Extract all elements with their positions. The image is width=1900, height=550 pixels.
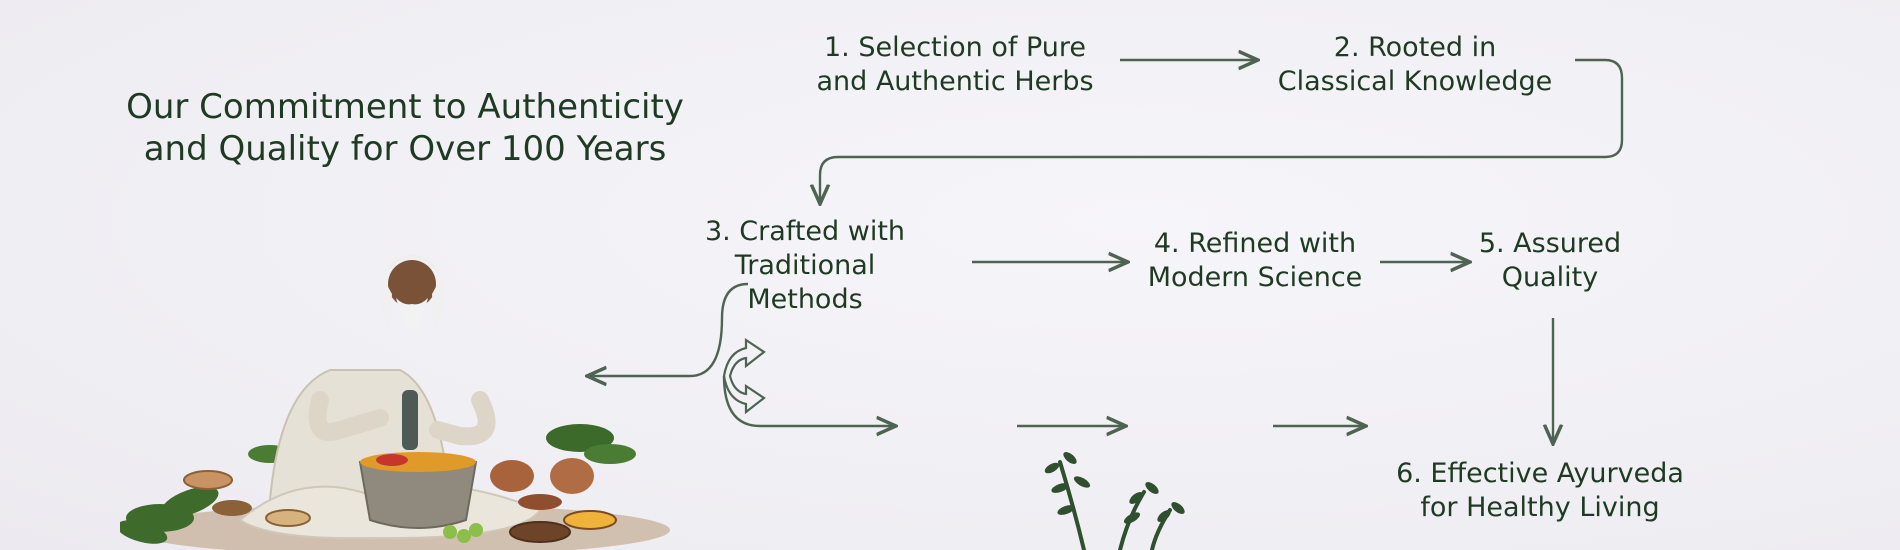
step-4: 4. Refined with Modern Science — [1140, 227, 1370, 295]
step-1-line-2: and Authentic Herbs — [816, 66, 1094, 97]
step-2-line-1: 2. Rooted in — [1333, 32, 1497, 63]
step-3-line-2: Traditional — [734, 250, 876, 281]
step-3-line-3: Methods — [747, 284, 863, 315]
step-4-line-1: 4. Refined with — [1153, 228, 1357, 259]
step-5-line-2: Quality — [1501, 262, 1599, 293]
arrow-step2-to-step3 — [820, 58, 1624, 204]
step-6-line-1: 6. Effective Ayurveda — [1396, 458, 1684, 489]
arrow-lower-1 — [722, 375, 896, 426]
step-6: 6. Effective Ayurveda for Healthy Living — [1390, 457, 1690, 525]
step-1: 1. Selection of Pure and Authentic Herbs — [805, 31, 1105, 99]
herb-sprig-icon — [1044, 452, 1185, 550]
step-2: 2. Rooted in Classical Knowledge — [1265, 31, 1565, 99]
arrow-branch-left — [587, 282, 749, 376]
step-5-line-1: 5. Assured — [1478, 228, 1622, 259]
split-arrow-icon — [722, 337, 766, 415]
step-5: 5. Assured Quality — [1470, 227, 1630, 295]
step-3: 3. Crafted with Traditional Methods — [690, 215, 920, 317]
headline-line-2: and Quality for Over 100 Years — [143, 129, 667, 169]
step-3-line-1: 3. Crafted with — [704, 216, 906, 247]
sage-with-mortar-illustration — [120, 254, 670, 550]
step-2-line-2: Classical Knowledge — [1277, 66, 1553, 97]
headline-line-1: Our Commitment to Authenticity — [126, 87, 684, 127]
step-4-line-2: Modern Science — [1147, 262, 1363, 293]
headline: Our Commitment to Authenticity and Quali… — [120, 86, 690, 170]
step-6-line-2: for Healthy Living — [1420, 492, 1660, 523]
step-1-line-1: 1. Selection of Pure — [824, 32, 1086, 63]
